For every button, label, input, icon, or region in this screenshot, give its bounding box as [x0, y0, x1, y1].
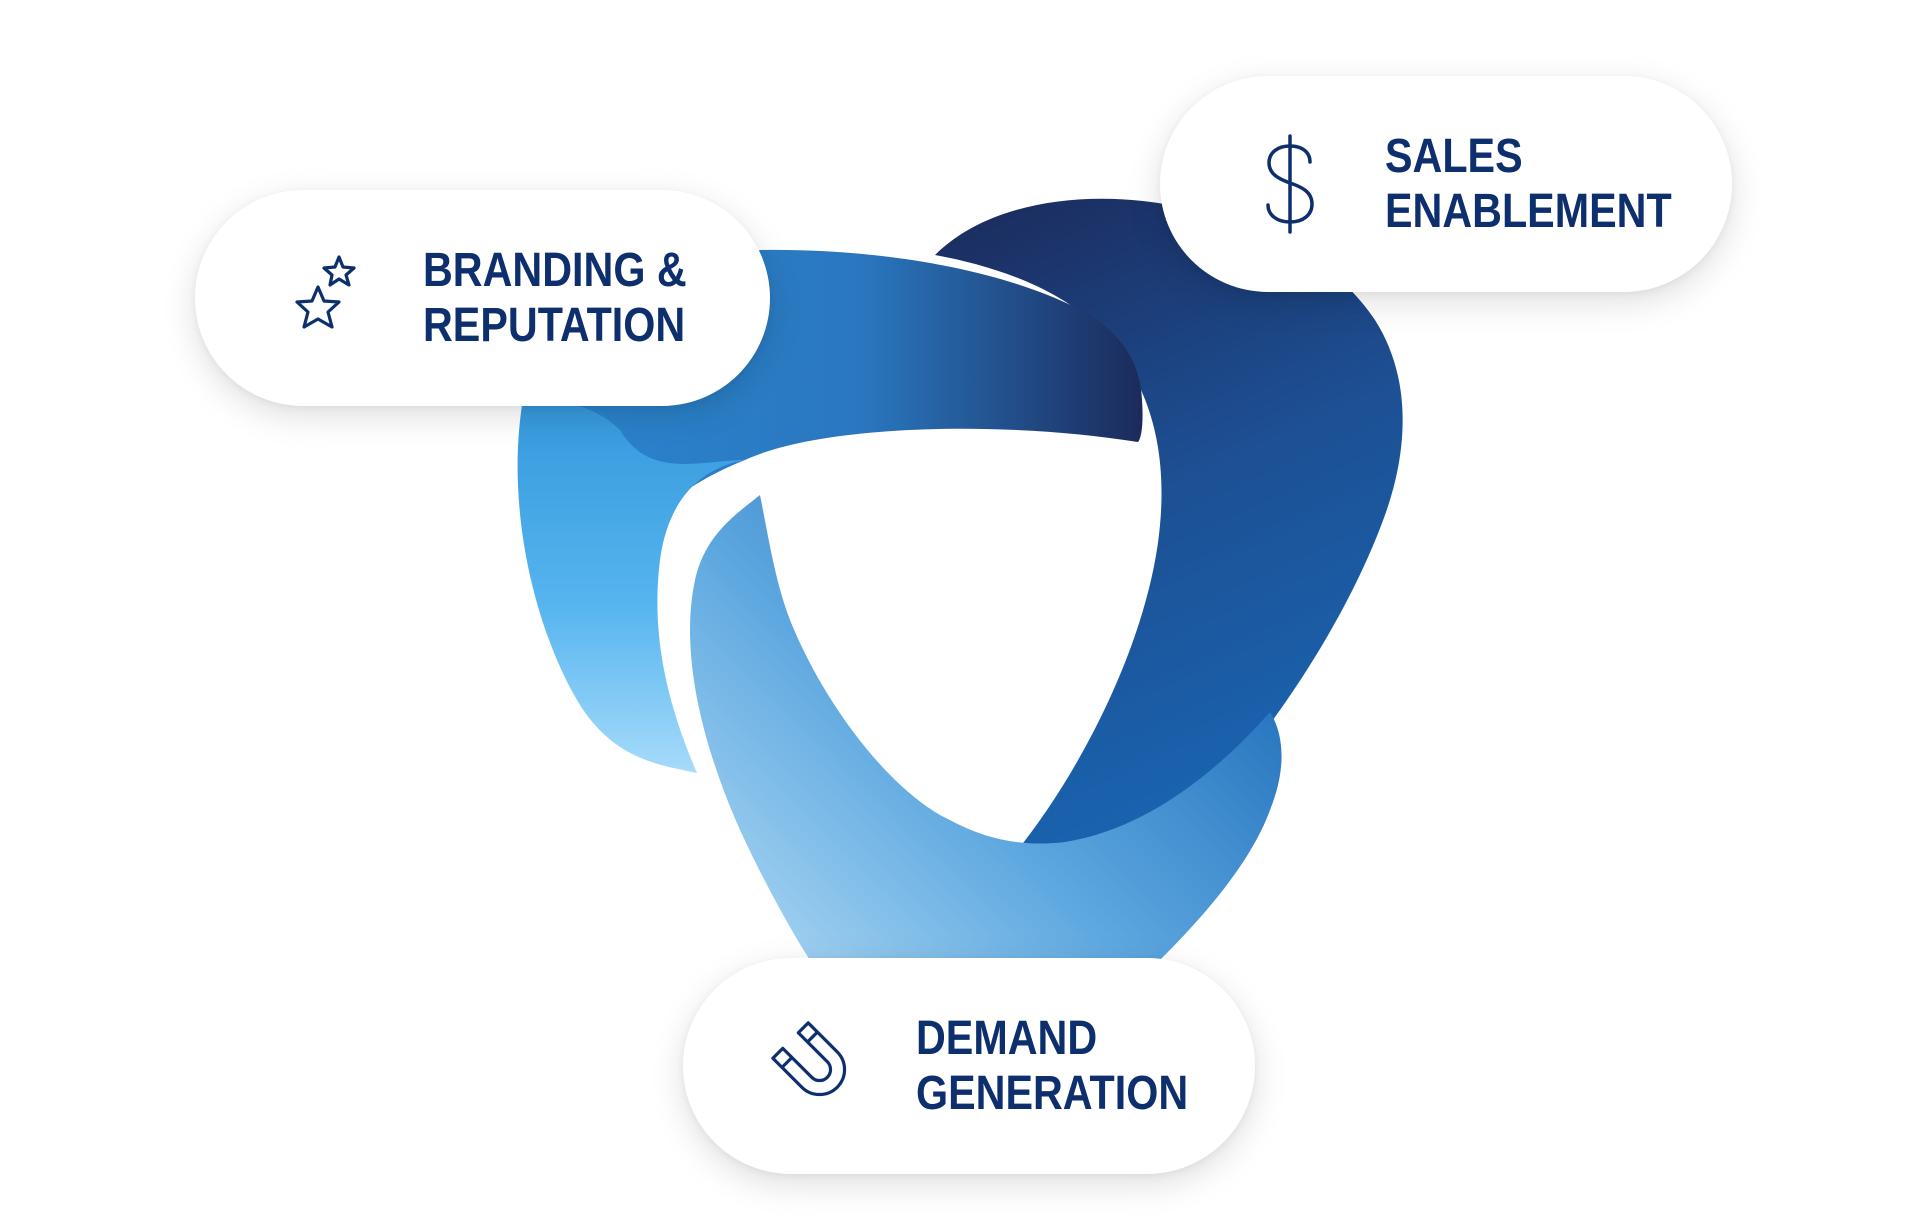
stars-icon: [283, 253, 363, 343]
demand-generation-pill: DEMAND GENERATION: [683, 958, 1255, 1174]
branding-reputation-label: BRANDING & REPUTATION: [423, 243, 687, 353]
ribbon-left-band: [517, 400, 745, 773]
dollar-icon: [1260, 132, 1320, 236]
sales-enablement-label: SALES ENABLEMENT: [1385, 129, 1672, 239]
demand-generation-label: DEMAND GENERATION: [916, 1011, 1188, 1121]
ribbon-bottom-band: [690, 495, 1282, 960]
sales-line-2: ENABLEMENT: [1385, 185, 1672, 238]
sales-line-1: SALES: [1385, 130, 1523, 183]
ribbon-right-band: [935, 198, 1403, 907]
demand-line-2: GENERATION: [916, 1067, 1189, 1120]
branding-line-2: REPUTATION: [423, 299, 686, 352]
magnet-icon: [766, 1016, 866, 1116]
branding-reputation-pill: BRANDING & REPUTATION: [195, 190, 770, 406]
branding-line-1: BRANDING &: [423, 244, 687, 297]
demand-line-1: DEMAND: [916, 1012, 1098, 1065]
sales-enablement-pill: SALES ENABLEMENT: [1160, 76, 1732, 292]
